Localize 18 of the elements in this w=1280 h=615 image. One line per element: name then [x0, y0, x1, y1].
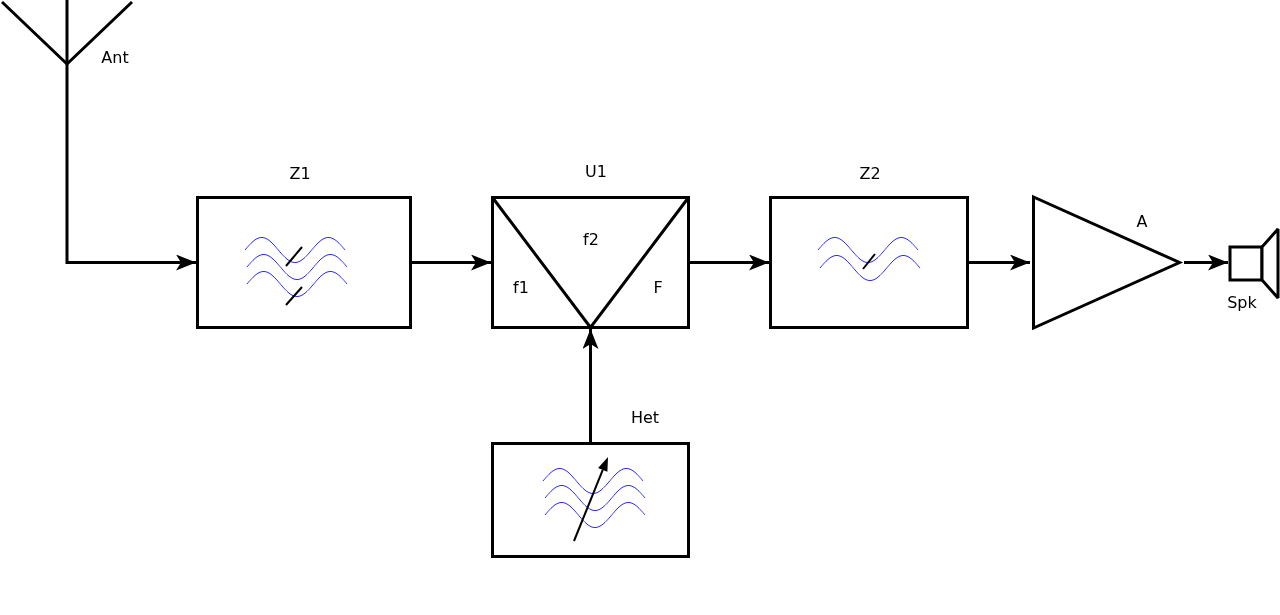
- arrow: [1184, 254, 1228, 271]
- arrow: [412, 254, 491, 271]
- frequency-label: F: [653, 278, 663, 298]
- arrow: [65, 66, 196, 271]
- block-label: Z1: [289, 164, 311, 184]
- arrow: [690, 254, 769, 271]
- antenna-symbol: [0, 0, 134, 66]
- block-label: Z2: [859, 164, 881, 184]
- arrow: [969, 254, 1030, 271]
- block-label: Spk: [1227, 293, 1257, 313]
- amplifier-triangle: [1030, 193, 1184, 332]
- arrow: [582, 329, 599, 442]
- block-label: Ant: [101, 48, 129, 68]
- block-label: Het: [630, 408, 660, 428]
- frequency-label: f2: [583, 230, 599, 250]
- frequency-label: f1: [513, 278, 529, 298]
- block-label: A: [1136, 212, 1148, 232]
- block-label: U1: [585, 162, 607, 182]
